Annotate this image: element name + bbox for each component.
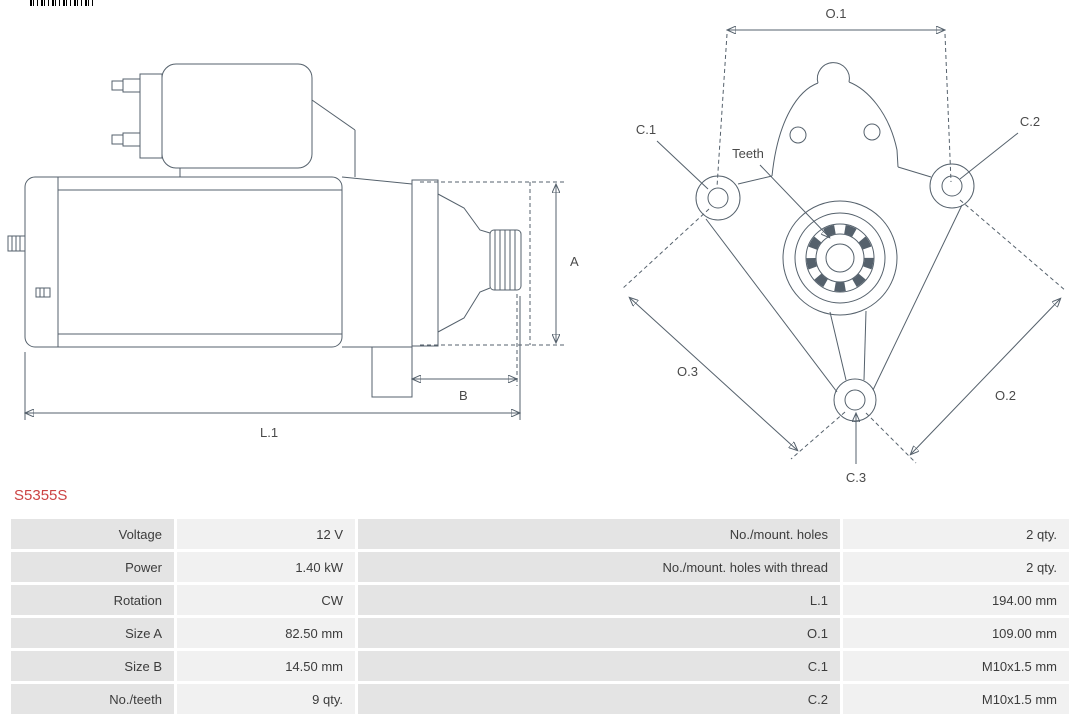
spec-value: 2 qty. (843, 519, 1069, 549)
table-row: Power 1.40 kW No./mount. holes with thre… (11, 552, 1069, 582)
dim-label-c3: C.3 (846, 470, 866, 485)
technical-drawing: A B L.1 (7, 6, 1067, 485)
spec-label: C.1 (358, 651, 840, 681)
dim-label-teeth: Teeth (732, 146, 764, 161)
dim-label-o2: O.2 (995, 388, 1016, 403)
dim-label-l1: L.1 (260, 425, 278, 440)
table-row: Voltage 12 V No./mount. holes 2 qty. (11, 519, 1069, 549)
spec-value: 82.50 mm (177, 618, 355, 648)
table-row: No./teeth 9 qty. C.2 M10x1.5 mm (11, 684, 1069, 714)
spec-label: L.1 (358, 585, 840, 615)
side-view-dimensions: A B L.1 (25, 181, 579, 440)
dim-label-a: A (570, 254, 579, 269)
dim-label-b: B (459, 388, 468, 403)
spec-label: No./teeth (11, 684, 174, 714)
table-row: Rotation CW L.1 194.00 mm (11, 585, 1069, 615)
part-number: S5355S (14, 487, 68, 504)
barcode (30, 0, 94, 6)
spec-label: Rotation (11, 585, 174, 615)
spec-label: No./mount. holes with thread (358, 552, 840, 582)
spec-value: 14.50 mm (177, 651, 355, 681)
spec-label: C.2 (358, 684, 840, 714)
dim-label-o1: O.1 (826, 6, 847, 21)
spec-value: 194.00 mm (843, 585, 1069, 615)
spec-value: M10x1.5 mm (843, 651, 1069, 681)
spec-value: 1.40 kW (177, 552, 355, 582)
table-row: Size B 14.50 mm C.1 M10x1.5 mm (11, 651, 1069, 681)
spec-value: 109.00 mm (843, 618, 1069, 648)
front-view-drawing (695, 62, 975, 422)
side-view-drawing (7, 63, 522, 398)
dim-label-c2: C.2 (1020, 114, 1040, 129)
dim-label-c1: C.1 (636, 122, 656, 137)
spec-label: O.1 (358, 618, 840, 648)
spec-label: Size A (11, 618, 174, 648)
front-view-dimensions: O.1 C.1 C.2 Teeth O.3 O.2 C.3 (621, 6, 1067, 485)
dim-label-o3: O.3 (677, 364, 698, 379)
table-row: Size A 82.50 mm O.1 109.00 mm (11, 618, 1069, 648)
spec-value: M10x1.5 mm (843, 684, 1069, 714)
spec-value: 12 V (177, 519, 355, 549)
spec-label: No./mount. holes (358, 519, 840, 549)
spec-value: 2 qty. (843, 552, 1069, 582)
spec-value: 9 qty. (177, 684, 355, 714)
spec-label: Power (11, 552, 174, 582)
spec-label: Voltage (11, 519, 174, 549)
spec-label: Size B (11, 651, 174, 681)
spec-value: CW (177, 585, 355, 615)
spec-table: Voltage 12 V No./mount. holes 2 qty. Pow… (8, 516, 1072, 717)
